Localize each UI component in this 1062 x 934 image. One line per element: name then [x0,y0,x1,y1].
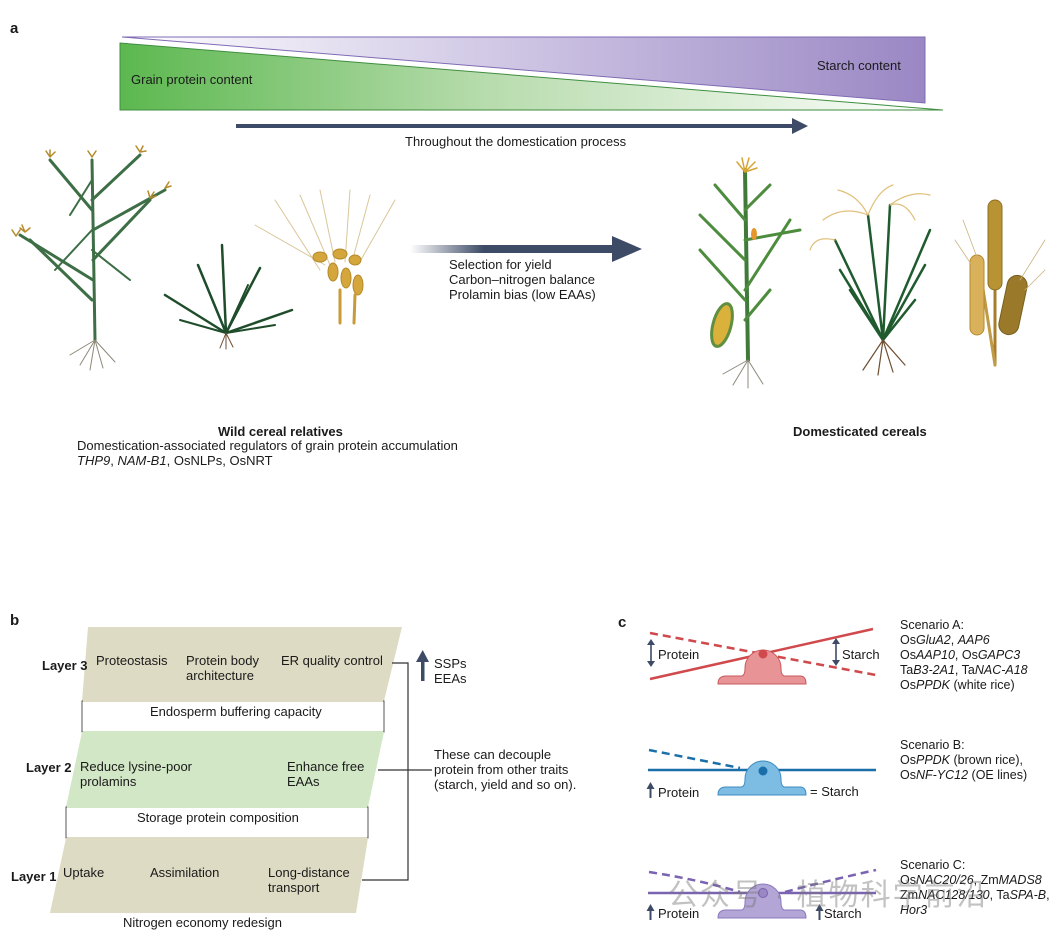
layer-2-item: Reduce lysine-poor prolamins [80,759,193,789]
starch-wedge [121,36,926,104]
gene: THP9 [77,453,111,468]
gene: NAM-B1 [117,453,167,468]
scenario-title: Scenario A: [900,618,964,632]
domesticated-cereals-title: Domesticated cereals [793,424,927,439]
scenario-b-text: Scenario B: OsPPDK (brown rice), OsNF-YC… [900,738,1028,782]
selection-factors: Selection for yield Carbon–nitrogen bala… [449,257,596,302]
layer-3-item: Protein body architecture [186,653,259,683]
scenario-c-protein-label: Protein [658,906,700,921]
layers-bracket [362,662,432,881]
layer-3-item: Proteostasis [96,653,168,668]
wild-gene-list: THP9, NAM-B1, OsNLPs, OsNRT [77,453,273,468]
protein-content-label: Grain protein content [131,72,253,87]
panel-a-label: a [10,20,19,37]
layer-2-caption-box [65,806,369,839]
protein-wedge [119,42,944,111]
layer-1-name: Layer 1 [11,869,57,884]
wild-cereals-subtitle: Domestication-associated regulators of g… [77,438,458,453]
seesaw-c [646,868,877,920]
note-line: protein from other traits [434,762,569,777]
outcome-list: SSPs EEAs [434,656,467,686]
layer-2-item: Enhance free EAAs [287,759,365,789]
wheat-barley-spikes [954,199,1046,367]
layer-1-item: Assimilation [150,865,220,880]
scenario-c-starch-label: Starch [824,906,862,921]
scenario-title: Scenario C: [900,858,966,872]
rice-plant [809,184,932,376]
double-arrow-icon [647,638,840,667]
seesaw-b [646,748,876,798]
layer-3-name: Layer 3 [42,658,88,673]
layer-3-item: ER quality control [281,653,383,668]
layer-1-item: Uptake [63,865,105,880]
note-line: These can decouple [434,747,552,762]
gene: OsNRT [229,453,273,468]
layer-2-name: Layer 2 [26,760,72,775]
timeline-arrow [236,118,808,134]
scenario-b-starch-label: = Starch [810,784,859,799]
timeline-label: Throughout the domestication process [405,134,627,149]
starch-content-label: Starch content [817,58,901,73]
selection-factor: Selection for yield [449,257,552,272]
outcome-item: SSPs [434,656,467,671]
scenario-a-text: Scenario A: OsGluA2, AAP6 OsAAP10, OsGAP… [900,618,1028,692]
scenario-a-protein-label: Protein [658,647,700,662]
selection-factor: Carbon–nitrogen balance [449,272,595,287]
wild-cereals-title: Wild cereal relatives [218,424,343,439]
watermark: 公众号 · 植物科学前沿 [668,879,989,912]
teosinte-plant [11,145,172,371]
layer-2-caption: Storage protein composition [137,810,299,825]
gene: OsNLPs [173,453,223,468]
scenario-title: Scenario B: [900,738,965,752]
selection-arrow [410,236,642,262]
layer-3-caption: Endosperm buffering capacity [150,704,322,719]
up-arrow-icon [646,782,655,798]
scenario-a-starch-label: Starch [842,647,880,662]
layer-1-caption: Nitrogen economy redesign [123,915,282,930]
scenario-c-text: Scenario C: OsNAC20/26, ZmMADS8 ZmNAC128… [900,858,1050,917]
maize-plant [698,157,802,389]
panel-b-label: b [10,612,20,629]
decouple-note: These can decouple protein from other tr… [434,747,576,792]
selection-factor: Prolamin bias (low EAAs) [449,287,596,302]
seesaw-a [647,627,877,685]
outcome-item: EEAs [434,671,467,686]
layer-3-band [82,627,402,701]
note-line: (starch, yield and so on). [434,777,577,792]
layer-1-band [50,838,368,913]
scenario-b-protein-label: Protein [658,785,700,800]
layer-3-caption-box [81,700,385,733]
panel-c-label: c [618,614,627,631]
layer-1-item: Long-distance transport [268,865,350,895]
wild-wheat-spike [254,189,396,325]
wild-rice-plant [163,243,294,350]
layer-2-band [66,732,384,807]
up-arrow-icon [646,904,824,920]
up-arrow-icon [416,650,429,681]
